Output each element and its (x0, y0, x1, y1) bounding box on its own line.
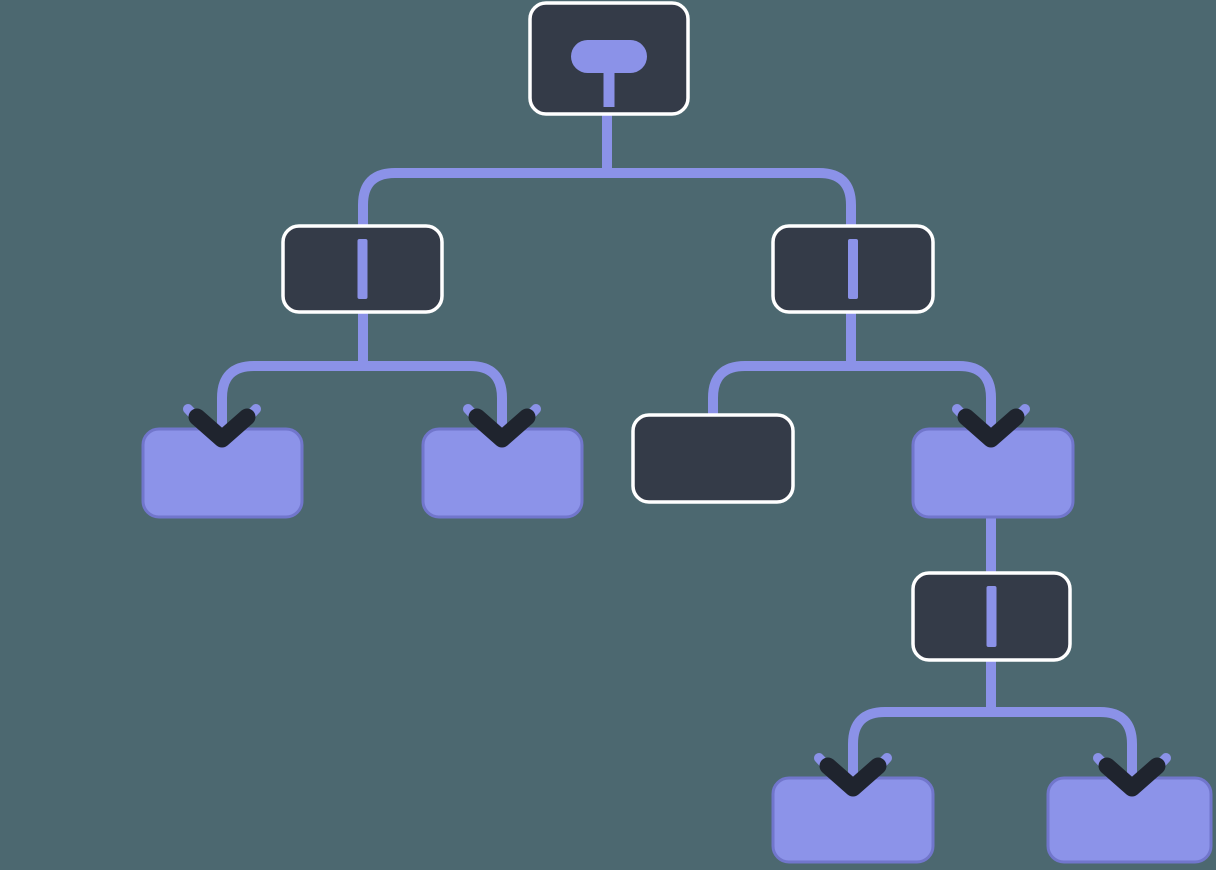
plain-dark-node[interactable] (631, 413, 795, 504)
branch-node-left[interactable] (281, 224, 444, 314)
branch-node-lower[interactable] (911, 571, 1072, 662)
pass-through-indicator (357, 239, 368, 299)
edge-right-branch (708, 361, 996, 434)
arrow-down-icon (463, 404, 541, 450)
root-pill-icon (571, 40, 647, 107)
arrow-down-icon (952, 404, 1030, 450)
edge-bottom-branch (848, 707, 1137, 783)
pass-through-indicator (986, 586, 997, 647)
edge-level1-branch (358, 168, 856, 232)
root-node[interactable] (528, 1, 690, 116)
pass-through-indicator (848, 239, 858, 299)
arrow-down-icon (183, 404, 261, 450)
edge-left-branch (217, 361, 507, 434)
branch-node-right[interactable] (771, 224, 935, 314)
arrow-down-icon (1093, 753, 1171, 799)
arrow-down-icon (814, 753, 892, 799)
